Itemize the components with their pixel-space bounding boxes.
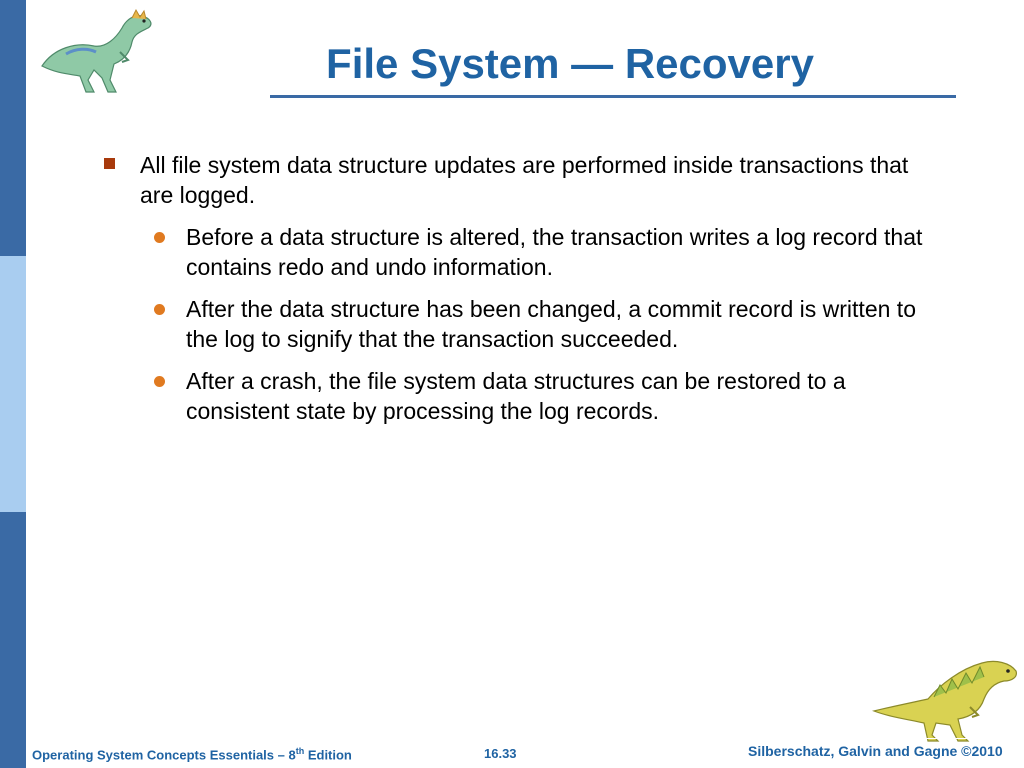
footer-book-title: Operating System Concepts Essentials – 8… xyxy=(32,746,352,762)
side-bar-middle xyxy=(0,256,26,512)
bullet-list: All file system data structure updates a… xyxy=(102,150,942,438)
footer-page-number: 16.33 xyxy=(484,746,517,761)
sub-bullet-item: After a crash, the file system data stru… xyxy=(140,366,942,426)
bullet-item: All file system data structure updates a… xyxy=(102,150,942,426)
dinosaur-icon xyxy=(41,8,152,93)
square-bullet-icon xyxy=(104,158,115,169)
footer-book-title-text: Operating System Concepts Essentials – 8 xyxy=(32,747,296,763)
footer-edition-word: Edition xyxy=(304,747,352,763)
side-bar-top xyxy=(0,0,26,256)
sub-bullet-text: Before a data structure is altered, the … xyxy=(186,224,923,280)
sub-bullet-item: Before a data structure is altered, the … xyxy=(140,222,942,282)
footer-copyright: Silberschatz, Galvin and Gagne ©2010 xyxy=(748,743,1003,759)
footer-edition-sup: th xyxy=(295,746,305,756)
sub-bullet-text: After a crash, the file system data stru… xyxy=(186,368,846,424)
round-bullet-icon xyxy=(154,376,165,387)
footer-divider xyxy=(26,738,1024,739)
side-bar-bottom xyxy=(0,512,26,768)
title-underline xyxy=(270,95,956,98)
dinosaur-icon xyxy=(871,660,1017,742)
round-bullet-icon xyxy=(154,304,165,315)
sub-bullet-item: After the data structure has been change… xyxy=(140,294,942,354)
sub-bullet-text: After the data structure has been change… xyxy=(186,296,916,352)
page-title: File System — Recovery xyxy=(326,40,814,87)
round-bullet-icon xyxy=(154,232,165,243)
bullet-text: All file system data structure updates a… xyxy=(140,152,909,208)
sub-bullet-list: Before a data structure is altered, the … xyxy=(140,222,942,426)
